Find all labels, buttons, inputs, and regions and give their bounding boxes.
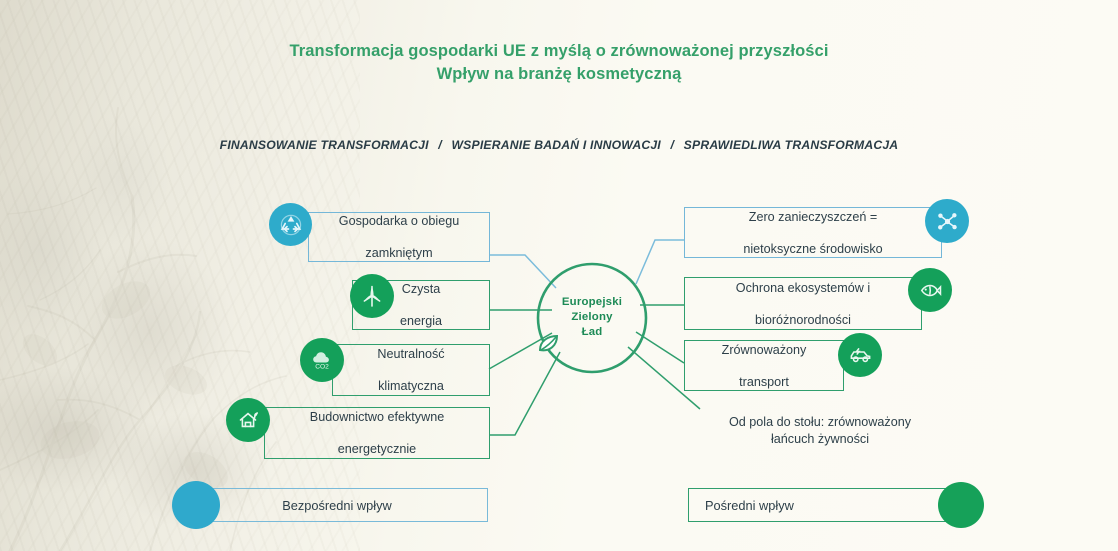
pillar-item-3: SPRAWIEDLIWA TRANSFORMACJA — [683, 138, 899, 152]
legend-indirect-impact: Pośredni wpływ — [688, 488, 970, 522]
pillar-item-2: WSPIERANIE BADAŃ I INNOWACJI — [451, 138, 661, 152]
pillars-bar: FINANSOWANIE TRANSFORMACJI / WSPIERANIE … — [0, 138, 1118, 152]
molecule-icon — [925, 199, 969, 243]
link-zero-pollution — [635, 239, 684, 285]
hub-label-line-3: Ład — [581, 326, 603, 338]
node-farm-to-fork-line-2: łańcuch żywności — [771, 432, 869, 446]
link-circular-economy — [489, 254, 557, 289]
node-energy-efficient-buildings-line-2: energetycznie — [337, 442, 417, 456]
node-zero-pollution-line-2: nietoksyczne środowisko — [743, 241, 883, 256]
fish-icon — [908, 268, 952, 312]
node-circular-economy-line-2: zamkniętym — [365, 246, 433, 260]
node-energy-efficient-buildings[interactable]: Budownictwo efektywne energetycznie — [264, 407, 490, 459]
node-clean-energy-line-1: Czysta — [401, 282, 441, 296]
node-energy-efficient-buildings-line-1: Budownictwo efektywne — [309, 410, 445, 424]
node-sustainable-transport-line-2: transport — [739, 374, 789, 389]
legend-direct-impact: Bezpośredni wpływ — [186, 488, 488, 522]
node-ecosystem-protection-line-1: Ochrona ekosystemów i — [735, 280, 871, 295]
recycle-icon — [269, 203, 312, 246]
svg-text:CO2: CO2 — [315, 363, 329, 370]
node-climate-neutrality-line-2: klimatyczna — [378, 379, 444, 393]
node-climate-neutrality-line-1: Neutralność — [377, 347, 445, 361]
hub-label: Europejski Zielony Ład — [538, 295, 646, 340]
hub-label-line-2: Zielony — [571, 311, 613, 323]
node-climate-neutrality[interactable]: Neutralność klimatyczna — [332, 344, 490, 396]
wind-turbine-icon — [350, 274, 394, 318]
link-transport — [635, 331, 685, 364]
co2-cloud-icon: CO2 — [300, 338, 344, 382]
node-zero-pollution-line-1: Zero zanieczyszczeń = — [748, 209, 878, 224]
hub-circle — [536, 262, 648, 374]
title-line-1: Transformacja gospodarki UE z myślą o zr… — [289, 42, 829, 60]
node-sustainable-transport-line-1: Zrównoważony — [721, 342, 807, 357]
title-line-2: Wpływ na branżę kosmetyczną — [436, 65, 682, 83]
node-circular-economy-line-1: Gospodarka o obiegu — [338, 214, 460, 228]
node-circular-economy[interactable]: Gospodarka o obiegu zamkniętym — [308, 212, 490, 262]
pillar-item-1: FINANSOWANIE TRANSFORMACJI — [219, 138, 429, 152]
pillar-separator-1: / — [438, 138, 442, 152]
node-ecosystem-protection[interactable]: Ochrona ekosystemów i bioróżnorodności — [684, 277, 922, 330]
legend-indirect-impact-dot — [938, 482, 984, 528]
page-title: Transformacja gospodarki UE z myślą o zr… — [0, 40, 1118, 86]
node-clean-energy[interactable]: Czysta energia — [352, 280, 490, 330]
node-ecosystem-protection-line-2: bioróżnorodności — [755, 312, 851, 327]
link-farm-to-fork — [627, 346, 701, 410]
link-efficient-buildings — [489, 351, 561, 436]
node-sustainable-transport[interactable]: Zrównoważony transport — [684, 340, 844, 391]
electric-car-icon — [838, 333, 882, 377]
node-farm-to-fork: Od pola do stołu: zrównoważony łańcuch ż… — [690, 414, 950, 448]
hub-label-line-1: Europejski — [561, 296, 623, 308]
leaf-icon — [538, 334, 559, 352]
eco-house-icon — [226, 398, 270, 442]
node-clean-energy-line-2: energia — [399, 314, 442, 328]
node-farm-to-fork-line-1: Od pola do stołu: zrównoważony — [728, 415, 911, 429]
background-texture-veil — [0, 0, 360, 551]
pillar-separator-2: / — [670, 138, 675, 152]
background-branch-texture — [0, 107, 287, 551]
legend-direct-impact-label: Bezpośredni wpływ — [282, 497, 392, 513]
legend-direct-impact-dot — [172, 481, 220, 529]
legend-indirect-impact-label: Pośredni wpływ — [705, 497, 794, 513]
node-zero-pollution[interactable]: Zero zanieczyszczeń = nietoksyczne środo… — [684, 207, 942, 258]
